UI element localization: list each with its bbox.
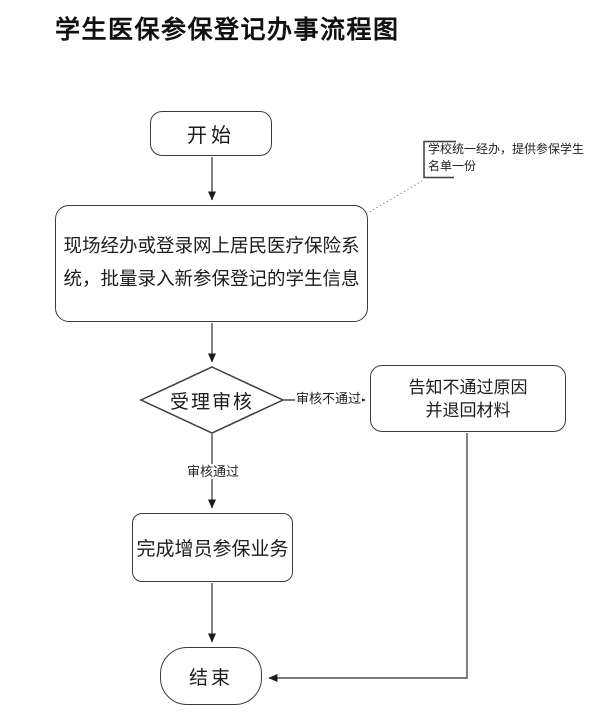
annotation-note: 学校统一经办，提供参保学生 名单一份 bbox=[428, 142, 585, 173]
node-end: 结束 bbox=[160, 647, 262, 705]
annotation-bracket bbox=[423, 140, 456, 179]
edge-label-review-pass: 审核通过 bbox=[186, 464, 241, 479]
node-entry-process: 现场经办或登录网上居民医疗保险系 统，批量录入新参保登记的学生信息 bbox=[55, 205, 368, 322]
node-review-decision-label: 受理审核 bbox=[169, 391, 254, 413]
edge-label-review-fail: 审核不通过 bbox=[295, 391, 363, 406]
annotation-dotted-line bbox=[365, 180, 423, 215]
edge-reject-to-end bbox=[268, 433, 468, 682]
page-title: 学生医保参保登记办事流程图 bbox=[55, 17, 400, 44]
node-complete: 完成增员参保业务 bbox=[132, 513, 293, 582]
node-reject: 告知不通过原因 并退回材料 bbox=[370, 365, 566, 432]
node-start: 开始 bbox=[150, 111, 272, 156]
decision-diamond-shape bbox=[139, 366, 285, 434]
